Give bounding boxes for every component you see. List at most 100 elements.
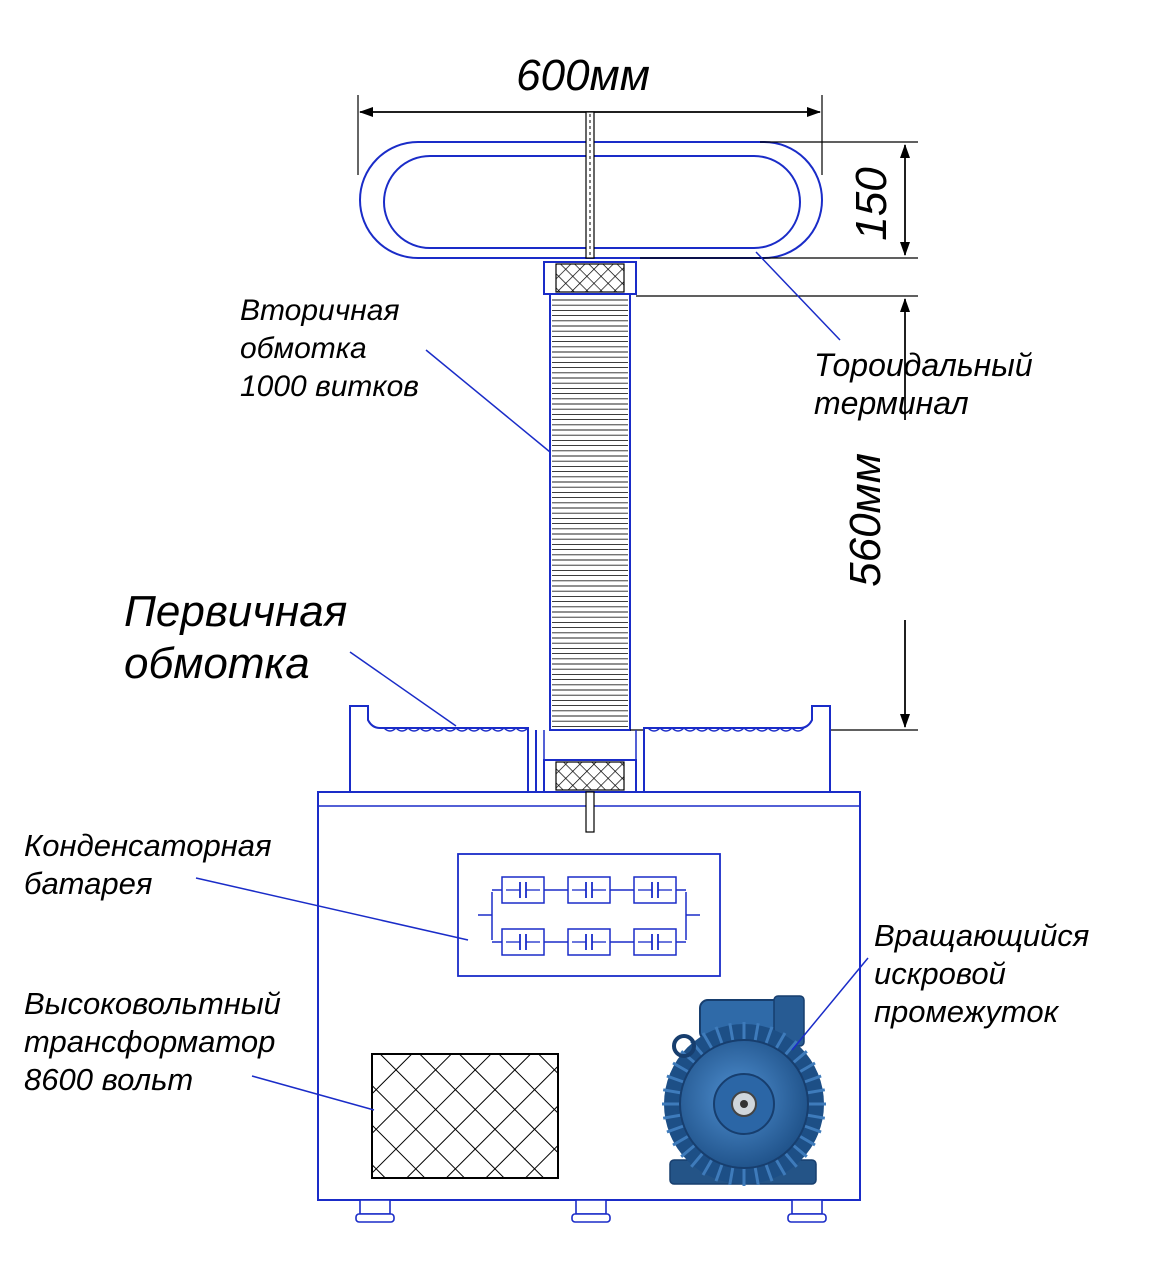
primary-turn bbox=[383, 727, 397, 732]
motor-fin bbox=[803, 1124, 822, 1134]
motor-fin bbox=[753, 1166, 760, 1186]
hv-transformer bbox=[371, 1053, 559, 1179]
terminal-height-label: 150 bbox=[847, 167, 896, 241]
base-cabinet bbox=[317, 791, 861, 1223]
motor-fin bbox=[728, 1166, 735, 1186]
motor-fin bbox=[792, 1143, 808, 1158]
primary-turn bbox=[719, 727, 733, 732]
motor-fin bbox=[803, 1074, 822, 1084]
motor-fin bbox=[764, 1026, 774, 1045]
rotary-spark-gap-label: Вращающийся искровой промежуток bbox=[874, 918, 1089, 1029]
motor-fin bbox=[806, 1088, 826, 1095]
secondary-coil bbox=[549, 293, 631, 731]
secondary-winding-label: Вторичная обмотка 1000 витков bbox=[240, 294, 419, 403]
width-dimension-label: 600мм bbox=[516, 51, 650, 100]
primary-turn bbox=[395, 727, 409, 732]
primary-turn bbox=[779, 727, 793, 732]
capacitor-bank-line-2: батарея bbox=[24, 866, 152, 901]
primary-turn bbox=[731, 727, 745, 732]
primary-turn bbox=[707, 727, 721, 732]
primary-turn bbox=[491, 727, 505, 732]
primary-turn bbox=[467, 727, 481, 732]
motor-fin bbox=[701, 1032, 714, 1050]
motor-fin bbox=[672, 1134, 690, 1147]
motor-fin bbox=[714, 1163, 724, 1182]
cabinet-foot-right bbox=[787, 1199, 827, 1223]
rotary-spark-gap-line-1: Вращающийся bbox=[874, 918, 1089, 953]
terminal-height-dimension: 150 bbox=[640, 141, 918, 259]
capacitor-array bbox=[492, 876, 686, 956]
primary-winding-label: Первичная обмотка bbox=[124, 587, 347, 688]
secondary-winding-line-1: Вторичная bbox=[240, 294, 399, 327]
motor-fin bbox=[753, 1022, 760, 1042]
rotary-spark-gap-line-2: искровой bbox=[874, 956, 1006, 991]
hv-transformer-line-3: 8600 вольт bbox=[24, 1062, 193, 1097]
motor-fin bbox=[783, 1152, 798, 1168]
motor-fin bbox=[783, 1040, 798, 1056]
coil-turns bbox=[552, 299, 628, 727]
primary-turn bbox=[743, 727, 757, 732]
primary-turn bbox=[419, 727, 433, 732]
secondary-winding-line-3: 1000 витков bbox=[240, 370, 419, 403]
primary-winding-line-1: Первичная bbox=[124, 587, 347, 636]
primary-winding-line-2: обмотка bbox=[124, 639, 310, 688]
hv-transformer-line-2: трансформатор bbox=[24, 1024, 275, 1059]
capacitor-symbol-icon bbox=[567, 876, 611, 904]
capacitor-bank-line-1: Конденсаторная bbox=[24, 828, 272, 863]
top-coil-cap bbox=[543, 261, 637, 295]
primary-winding-tray bbox=[349, 705, 831, 792]
cabinet-foot-left bbox=[355, 1199, 395, 1223]
primary-turn bbox=[431, 727, 445, 732]
motor-fin bbox=[662, 1088, 682, 1095]
coil-height-dimension: 560мм bbox=[630, 295, 918, 731]
primary-turn bbox=[659, 727, 673, 732]
toroidal-terminal-line-2: терминал bbox=[814, 385, 969, 421]
primary-turn bbox=[755, 727, 769, 732]
capacitor-symbol-icon bbox=[633, 876, 677, 904]
motor-fin bbox=[672, 1061, 690, 1074]
motor-fin bbox=[701, 1158, 714, 1176]
toroidal-terminal-label: Тороидальный терминал bbox=[814, 347, 1033, 421]
motor-fin bbox=[774, 1032, 787, 1050]
motor-fin bbox=[690, 1152, 705, 1168]
hv-transformer-line-1: Высоковольтный bbox=[24, 986, 281, 1021]
cabinet-foot-middle bbox=[571, 1199, 611, 1223]
capacitor-symbol-icon bbox=[501, 876, 545, 904]
motor-fin bbox=[798, 1134, 816, 1147]
rotary-spark-gap-line-3: промежуток bbox=[874, 994, 1060, 1029]
primary-turn bbox=[515, 727, 529, 732]
primary-turn bbox=[671, 727, 685, 732]
motor-fin bbox=[764, 1163, 774, 1182]
motor-fin bbox=[714, 1026, 724, 1045]
primary-turn bbox=[791, 727, 805, 732]
primary-turn bbox=[503, 727, 517, 732]
primary-turn bbox=[695, 727, 709, 732]
bottom-coil-cap bbox=[543, 759, 637, 793]
hv-transformer-label: Высоковольтный трансформатор 8600 вольт bbox=[24, 986, 281, 1097]
motor-fin bbox=[666, 1124, 685, 1134]
toroidal-terminal bbox=[359, 111, 823, 259]
capacitor-symbol-icon bbox=[567, 928, 611, 956]
electric-motor-icon bbox=[662, 995, 826, 1186]
motor-fin bbox=[806, 1113, 826, 1120]
primary-turn bbox=[647, 727, 661, 732]
motor-fin bbox=[774, 1158, 787, 1176]
primary-turns bbox=[383, 727, 805, 732]
coil-height-label: 560мм bbox=[841, 453, 890, 587]
primary-turn bbox=[479, 727, 493, 732]
capacitor-bank bbox=[457, 853, 721, 977]
capacitor-symbol-icon bbox=[501, 928, 545, 956]
secondary-winding-line-2: обмотка bbox=[240, 332, 367, 365]
motor-cooling-fins bbox=[662, 1022, 826, 1186]
width-dimension: 600мм bbox=[357, 51, 823, 175]
leader-lines bbox=[195, 251, 869, 1111]
toroidal-terminal-line-1: Тороидальный bbox=[814, 347, 1033, 383]
primary-turn bbox=[683, 727, 697, 732]
primary-turn bbox=[767, 727, 781, 732]
motor-fin bbox=[662, 1113, 682, 1120]
capacitor-symbol-icon bbox=[633, 928, 677, 956]
motor-fin bbox=[798, 1061, 816, 1074]
primary-turn bbox=[407, 727, 421, 732]
